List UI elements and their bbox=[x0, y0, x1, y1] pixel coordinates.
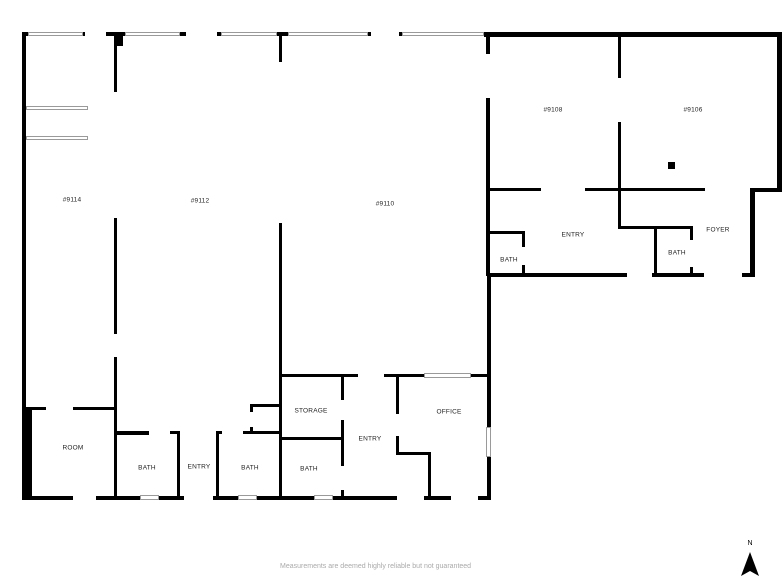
room-label-room: ROOM bbox=[62, 444, 84, 452]
measurement-disclaimer: Measurements are deemed highly reliable … bbox=[280, 563, 472, 570]
wall-room-top-1 bbox=[22, 407, 46, 410]
room-label-bath-sw-1: BATH bbox=[138, 464, 156, 472]
wall-west-thick bbox=[22, 408, 32, 500]
wall-east-south-1 bbox=[487, 273, 627, 277]
wall-north-east bbox=[484, 32, 782, 37]
wall-9110-9108-top bbox=[486, 32, 490, 54]
room-label-9114: #9114 bbox=[62, 196, 82, 204]
window-south-2 bbox=[238, 495, 257, 500]
shelf-1 bbox=[26, 106, 88, 110]
room-label-bath-east-2: BATH bbox=[668, 249, 686, 257]
room-label-bath-s: BATH bbox=[300, 465, 318, 473]
wall-bath1-east bbox=[177, 431, 180, 496]
window-north-2 bbox=[125, 32, 180, 36]
shelf-2 bbox=[26, 136, 88, 140]
wall-office-west-1 bbox=[396, 374, 399, 414]
wall-9112-9110 bbox=[279, 223, 282, 496]
wall-bath-e1-east-1 bbox=[522, 231, 525, 247]
wall-north-west bbox=[22, 32, 28, 36]
wall-north-8 bbox=[399, 32, 402, 36]
room-label-entry-s: ENTRY bbox=[358, 435, 382, 443]
room-label-bath-east-1: BATH bbox=[500, 256, 518, 264]
wall-room-top-2 bbox=[73, 407, 117, 410]
wall-9108-9106-top bbox=[618, 32, 621, 78]
wall-9108-south-2 bbox=[585, 188, 705, 191]
wall-south-3 bbox=[159, 496, 184, 500]
wall-north-7 bbox=[368, 32, 371, 36]
wall-9110-south-3 bbox=[471, 374, 490, 377]
wall-9114-9112-top bbox=[114, 36, 117, 92]
wall-east-south-3 bbox=[742, 273, 755, 277]
room-label-bath-sw-2: BATH bbox=[241, 464, 259, 472]
room-label-9112: #9112 bbox=[190, 197, 210, 205]
wall-storage-east-3 bbox=[341, 490, 344, 496]
wall-east-south-2 bbox=[652, 273, 704, 277]
wall-storage-east-2 bbox=[341, 420, 344, 466]
compass-north-label: N bbox=[747, 540, 753, 547]
room-label-office: OFFICE bbox=[436, 408, 462, 416]
wall-bath1-top-2 bbox=[170, 431, 180, 434]
room-label-entry-east: ENTRY bbox=[561, 231, 585, 239]
wall-9110-south-1 bbox=[280, 374, 358, 377]
wall-office-step bbox=[396, 452, 431, 455]
wall-9112-9110-top bbox=[279, 36, 282, 62]
wall-bath2-west bbox=[216, 431, 219, 496]
wall-bath2-top-2 bbox=[243, 431, 280, 434]
room-label-storage: STORAGE bbox=[294, 407, 328, 415]
wall-9114-9112-low bbox=[114, 357, 117, 496]
window-north-5 bbox=[402, 32, 484, 36]
room-label-9110: #9110 bbox=[375, 200, 395, 208]
window-office-north bbox=[424, 373, 471, 378]
window-office-east bbox=[486, 427, 491, 457]
wall-south-1 bbox=[22, 496, 73, 500]
wall-office-step-down bbox=[428, 452, 431, 496]
wall-south-7 bbox=[424, 496, 451, 500]
wall-west bbox=[22, 32, 26, 500]
room-label-9108: #9108 bbox=[543, 106, 563, 114]
wall-south-8 bbox=[478, 496, 490, 500]
wall-9108-south-1 bbox=[487, 188, 541, 191]
window-south-3 bbox=[314, 495, 333, 500]
wall-north-4 bbox=[180, 32, 186, 36]
wall-bath-e2-east-2 bbox=[690, 267, 693, 275]
column-9106 bbox=[668, 162, 675, 169]
wall-south-4 bbox=[213, 496, 238, 500]
room-label-9106: #9106 bbox=[683, 106, 703, 114]
wall-closet-west bbox=[250, 404, 253, 412]
wall-south-2 bbox=[96, 496, 140, 500]
wall-bath-e1-east-2 bbox=[522, 265, 525, 275]
wall-storage-bath bbox=[280, 437, 344, 440]
wall-east-outer bbox=[777, 32, 782, 192]
wall-9114-9112-mid bbox=[114, 218, 117, 334]
wall-bath-e1-top bbox=[487, 231, 525, 234]
wall-closet-top bbox=[250, 404, 280, 407]
room-label-entry-sw: ENTRY bbox=[187, 463, 211, 471]
wall-bath2-top-1 bbox=[216, 431, 222, 434]
column-north-1 bbox=[115, 32, 123, 46]
wall-south-5 bbox=[257, 496, 314, 500]
wall-east-foyer bbox=[750, 188, 755, 276]
wall-9108-9106-bot bbox=[618, 122, 621, 228]
wall-closet-west-2 bbox=[250, 427, 253, 433]
window-north-4 bbox=[288, 32, 368, 36]
wall-9110-9108 bbox=[486, 98, 490, 276]
wall-east-lower bbox=[487, 275, 491, 500]
window-north-3 bbox=[221, 32, 277, 36]
room-label-foyer: FOYER bbox=[706, 226, 730, 234]
wall-north-6 bbox=[277, 32, 288, 36]
wall-north-5 bbox=[217, 32, 221, 36]
wall-east-step bbox=[750, 188, 782, 192]
wall-bath1-top-1 bbox=[117, 431, 149, 435]
wall-storage-east-1 bbox=[341, 374, 344, 400]
wall-office-west-2 bbox=[396, 436, 399, 454]
wall-bath-e2-east-1 bbox=[690, 226, 693, 240]
wall-bath-e2-west bbox=[654, 226, 657, 275]
compass: N bbox=[740, 540, 760, 578]
window-north-1 bbox=[28, 32, 83, 36]
wall-south-6 bbox=[333, 496, 397, 500]
wall-north-2 bbox=[83, 32, 85, 36]
wall-9110-south-2 bbox=[384, 374, 424, 377]
north-arrow-icon bbox=[741, 552, 759, 576]
window-south-1 bbox=[140, 495, 159, 500]
